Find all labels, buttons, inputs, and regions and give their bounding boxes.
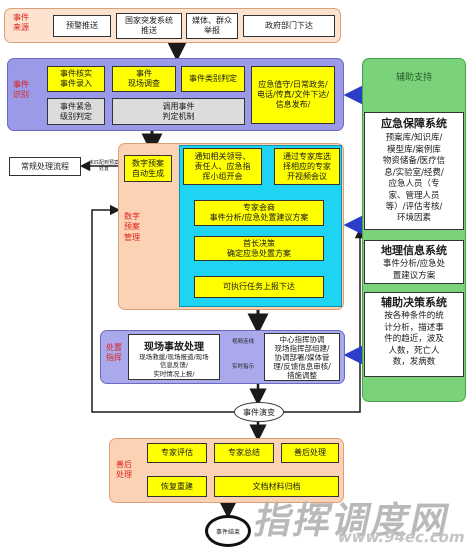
support-gis-title: 地理信息系统 [381,244,447,257]
source-warning-push: 预警推送 [53,15,111,37]
event-end: 事件结束 [205,515,251,547]
digital-plan-label: 数字 预案 管理 [124,212,140,242]
onsite-body: 现场救援/现场报道/现场 信息反馈/ 实时情况上报/ [139,353,209,378]
after-handling: 善后处理 [281,443,339,463]
support-guarantee-body: 预案库/知识库/ 模型库/案例库 物资储备/医疗信 息/实验室/经费/ 应急人员… [382,133,446,224]
onsite-realtime-label: 实时指示 [231,364,254,370]
onsite-video-link-label: 视频连线 [231,339,254,345]
event-end-label: 事件结束 [215,528,240,536]
detect-level: 事件紧急 级别判定 [47,98,105,125]
feedback-loop-left [91,204,234,413]
detect-notify: 应急值守/日常政务/ 电话/传真/文件下达/ 信息发布/ [251,66,335,124]
after-expert-eval: 专家评估 [147,443,207,463]
after-rebuild: 恢复重建 [147,476,207,497]
support-decision-title: 辅助决策系统 [381,296,447,309]
source-government: 政府部门下达 [243,15,335,37]
onsite-center: 中心指挥协调 现场指挥部组建/ 协调部署/媒体管 理/反馈信息审核/ 措施调整 [264,333,340,381]
detect-invoke: 调用事件 判定机制 [112,98,245,125]
source-national-system: 国家突发系统 推送 [116,13,182,39]
detect-verify: 事件核实 事件录入 [47,66,105,92]
feedback-loop-right [282,227,366,413]
plan-video-meeting: 通过专家库选 择相应的专家 开视频会议 [274,148,340,185]
plan-auto-gen: 数字预案 自动生成 [124,155,172,182]
source-media-report: 媒体、群众 举报 [186,13,238,39]
onsite-title: 现场事故处理 [144,342,204,353]
event-source-label: 事件 来源 [13,13,29,33]
support-guarantee-title: 应急保障系统 [381,117,447,130]
support-decision-box: 辅助决策系统 按各种条件的统 计分析，描述事 件的趋近，波及 人数，死亡人 数，… [364,292,464,377]
support-gis-box: 地理信息系统 事件分析/应急处 置建议方案 [364,240,464,284]
event-evolution: 事件演变 [234,402,284,422]
onsite-left-box: 现场事故处理 现场救援/现场报道/现场 信息反馈/ 实时情况上报/ [128,334,220,380]
watermark-url: www.94ec.com [336,528,467,546]
detect-survey: 事件 现场调查 [112,66,176,92]
after-expert-summary: 专家总结 [214,443,274,463]
plan-expert: 专家会商 事件分析/应急处置建议方案 [194,200,324,226]
event-evolution-label: 事件演变 [243,407,275,417]
normal-process: 常规处理流程 [9,157,81,176]
detect-classify: 事件类别判定 [181,66,245,92]
aftermath-label: 善后 处理 [116,460,132,480]
plan-dispatch: 可执行任务上报下达 [194,276,324,298]
event-detect-label: 事件 识别 [13,80,29,100]
onsite-label: 处置 指挥 [106,343,122,363]
not-matched-note: 未匹配到预案 处置 [88,160,119,172]
plan-decision: 首长决策 确定应急处置方案 [194,236,324,261]
support-decision-body: 按各种条件的统 计分析，描述事 件的趋近，波及 人数，死亡人 数，发病数 [384,311,444,368]
after-archive: 文档材料归档 [214,476,339,497]
support-title: 辅助支持 [395,73,432,83]
support-guarantee-box: 应急保障系统 预案库/知识库/ 模型库/案例库 物资储备/医疗信 息/实验室/经… [364,112,464,230]
support-gis-body: 事件分析/应急处 置建议方案 [382,259,446,281]
plan-notify-leaders: 通知相关领导、 责任人、应急指 挥小组开会 [183,148,262,185]
